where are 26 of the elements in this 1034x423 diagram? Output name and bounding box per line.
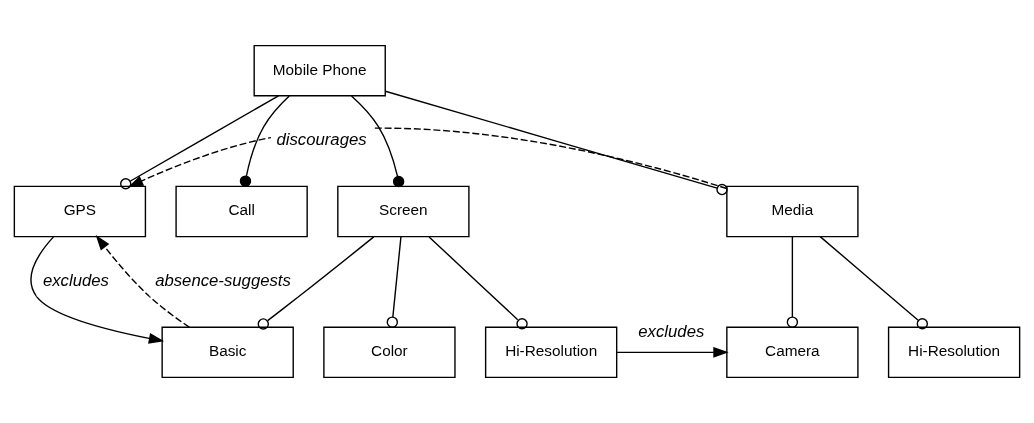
edge-label: excludes (42, 270, 109, 290)
node-box: Hi-Resolution (484, 326, 618, 379)
arrow (30, 236, 165, 344)
node-box: Hi-Resolution (887, 326, 1021, 379)
arrow (616, 346, 729, 358)
node-box: Call (175, 185, 308, 238)
edge-label: discourages (276, 129, 367, 149)
connector (384, 90, 728, 196)
connector (786, 236, 799, 328)
connector (239, 95, 290, 187)
connector (386, 236, 402, 328)
node-box: Media (726, 185, 859, 238)
node-box: GPS (13, 185, 147, 238)
node-box: Mobile Phone (253, 44, 386, 97)
node-box: Basic (161, 326, 294, 379)
connector (428, 236, 528, 330)
node-box: Camera (726, 326, 859, 379)
edge-label: excludes (638, 322, 705, 342)
arrow (95, 235, 190, 328)
edge-label: absence-suggests (155, 270, 291, 290)
connector (819, 235, 929, 330)
node-box: Color (323, 326, 456, 379)
connector (120, 95, 280, 190)
node-box: Screen (337, 185, 470, 238)
connector (350, 95, 405, 188)
connector (257, 236, 375, 330)
